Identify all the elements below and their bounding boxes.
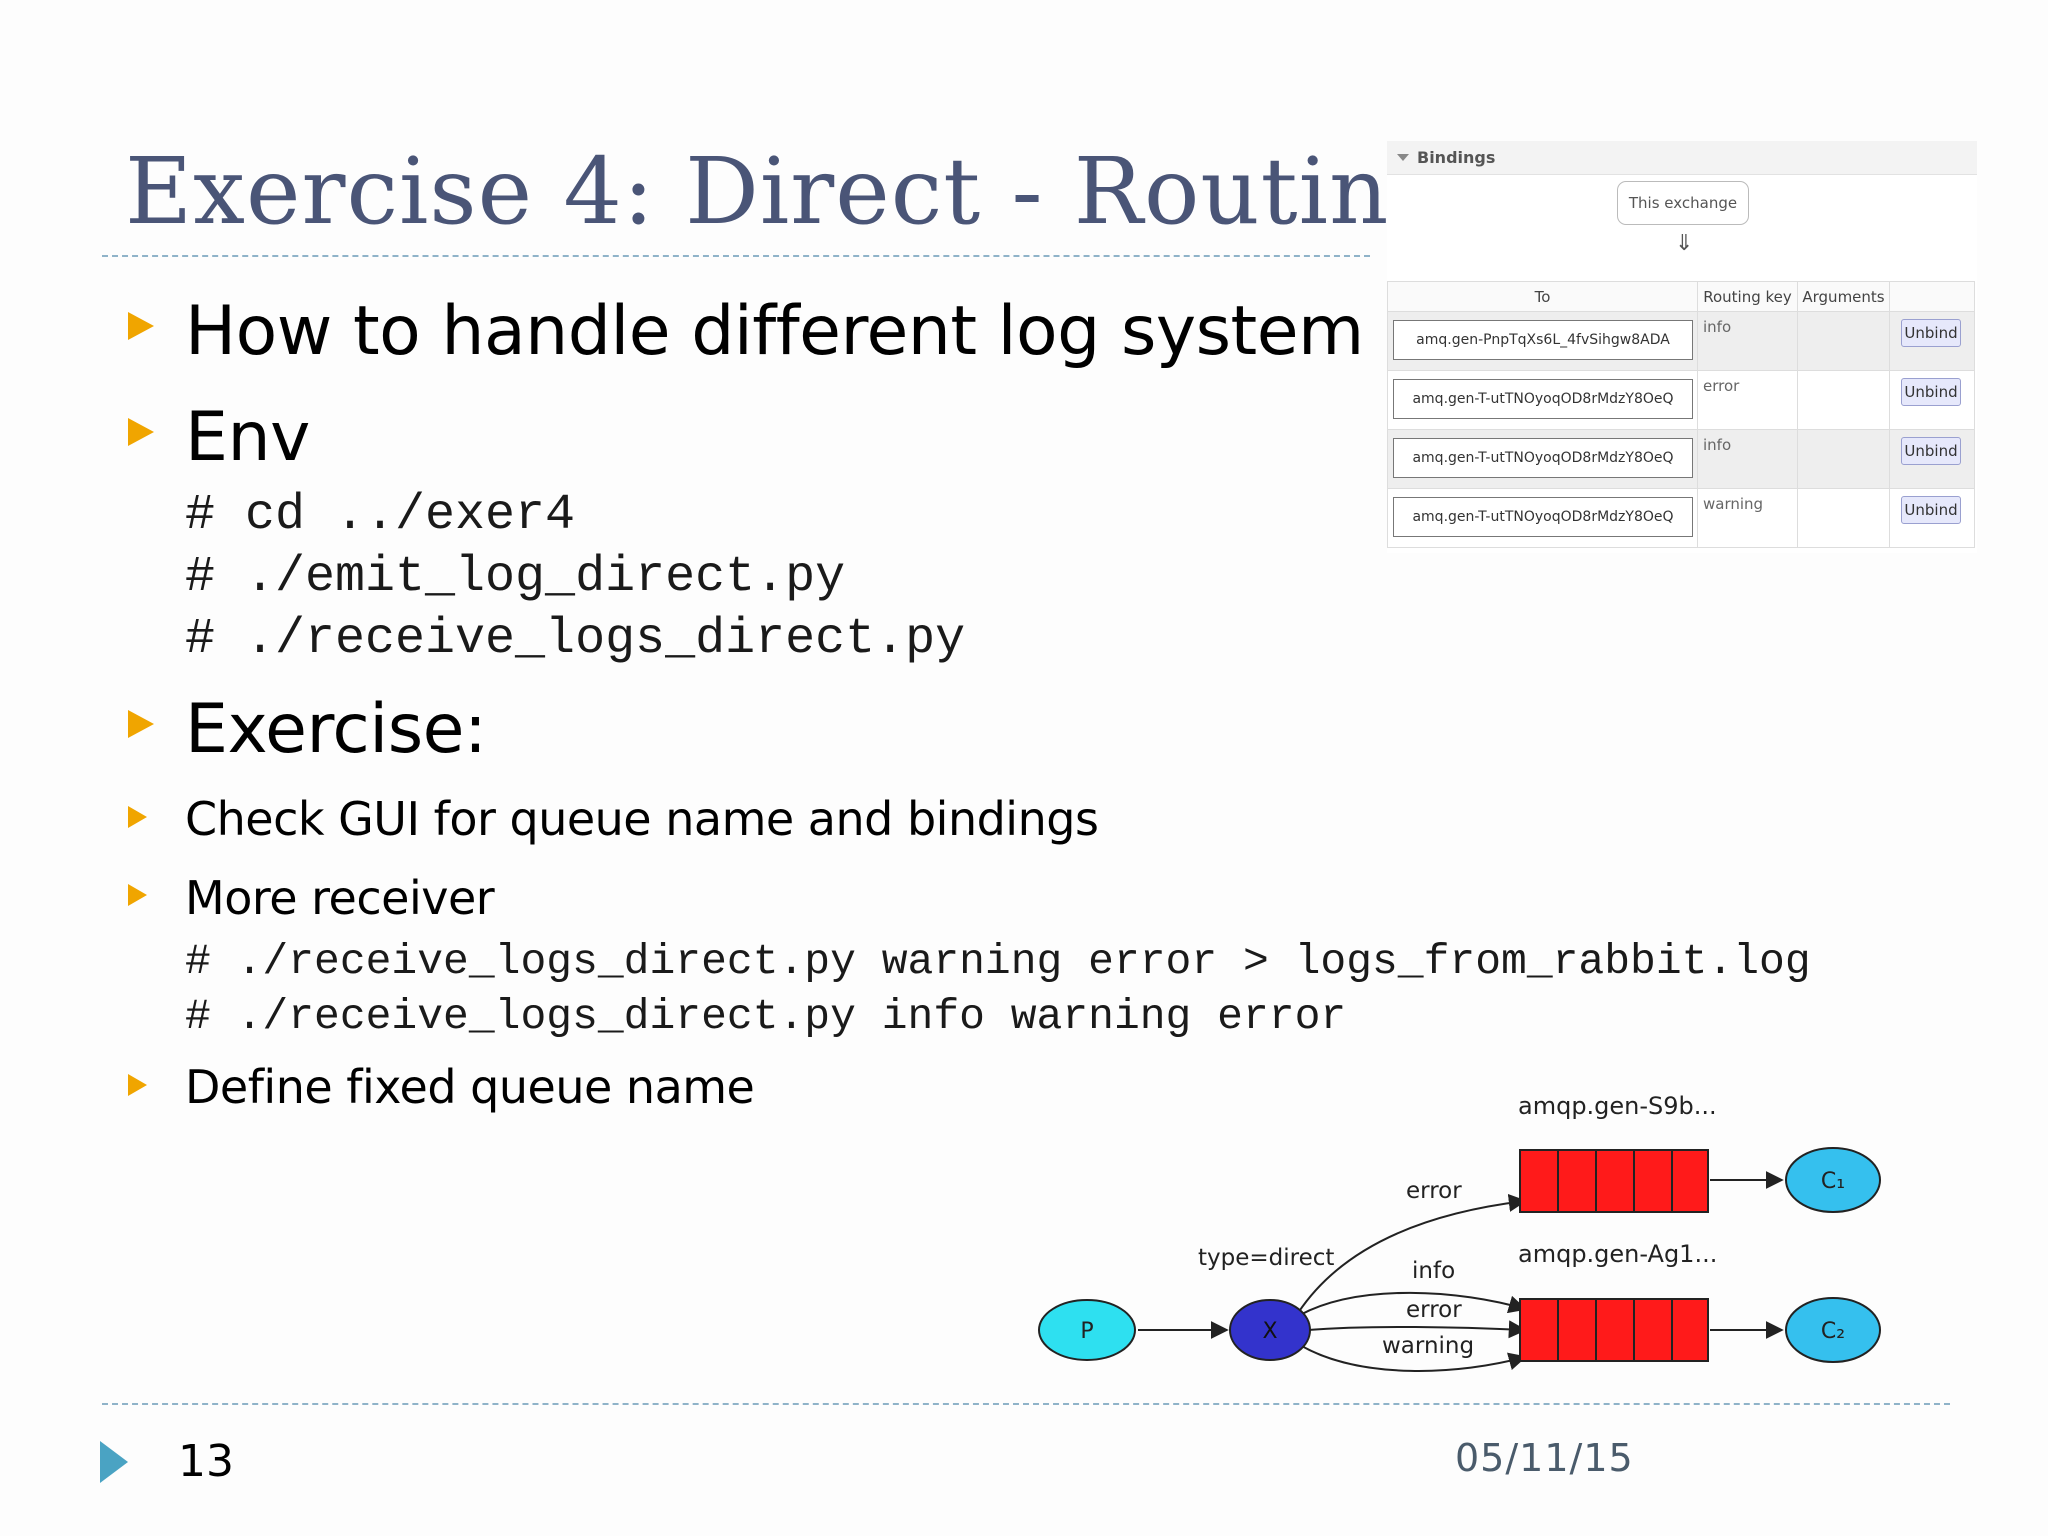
this-exchange-node: This exchange <box>1617 181 1749 225</box>
sub-bullet-icon <box>128 806 147 828</box>
bullet-icon <box>128 710 154 738</box>
routing-diagram: P X type=direct amqp.gen-S9b... amqp.gen… <box>1038 1092 1881 1372</box>
collapse-triangle-icon[interactable] <box>1397 154 1409 161</box>
queue2 <box>1519 1298 1709 1362</box>
edge-x-to-queue2-error <box>1307 1320 1527 1339</box>
column-header-arguments: Arguments <box>1797 281 1890 312</box>
routing-key: warning <box>1703 495 1764 513</box>
edge-label-info: info <box>1412 1258 1455 1284</box>
arguments-cell <box>1797 370 1890 430</box>
footer-divider <box>102 1403 1950 1405</box>
queue-link[interactable]: amq.gen-PnpTqXs6L_4fvSihgw8ADA <box>1393 320 1693 360</box>
bullet-icon <box>128 312 154 340</box>
queue2-name: amqp.gen-Ag1... <box>1518 1240 1717 1268</box>
edge-x-to-queue2-info <box>1299 1291 1527 1316</box>
page-number: 13 <box>178 1436 234 1487</box>
unbind-button[interactable]: Unbind <box>1901 437 1961 465</box>
bullet-how-to-handle: How to handle different log system <box>185 292 1364 371</box>
arguments-cell <box>1797 488 1890 548</box>
bindings-panel: Bindings This exchange ⇓ To Routing key … <box>1387 141 1977 553</box>
queue-link[interactable]: amq.gen-T-utTNOyoqOD8rMdzY8OeQ <box>1393 497 1693 537</box>
column-header-routing-key: Routing key <box>1697 281 1798 312</box>
bindings-header[interactable]: Bindings <box>1387 141 1977 175</box>
bindings-table: To Routing key Arguments amq.gen-PnpTqXs… <box>1387 281 1975 548</box>
receiver-code-line: # ./receive_logs_direct.py info warning … <box>185 992 1347 1041</box>
table-row: amq.gen-T-utTNOyoqOD8rMdzY8OeQ error Unb… <box>1387 370 1975 430</box>
bullet-icon <box>128 418 154 446</box>
env-code-line: # ./emit_log_direct.py <box>185 549 846 606</box>
env-code-line: # cd ../exer4 <box>185 487 576 544</box>
unbind-button[interactable]: Unbind <box>1901 496 1961 524</box>
title-divider <box>102 255 1370 257</box>
table-row: amq.gen-PnpTqXs6L_4fvSihgw8ADA info Unbi… <box>1387 311 1975 371</box>
queue1-name: amqp.gen-S9b... <box>1518 1092 1717 1120</box>
exchange-type-label: type=direct <box>1198 1245 1334 1271</box>
exchange-node <box>1229 1299 1311 1361</box>
sub-bullet-icon <box>128 884 147 906</box>
env-code-line: # ./receive_logs_direct.py <box>185 611 966 668</box>
table-row: amq.gen-T-utTNOyoqOD8rMdzY8OeQ info Unbi… <box>1387 429 1975 489</box>
arguments-cell <box>1797 429 1890 489</box>
arguments-cell <box>1797 311 1890 371</box>
routing-key: error <box>1703 377 1740 395</box>
consumer1-label: C₁ <box>1821 1169 1845 1194</box>
edge-x-to-queue1-error <box>1297 1193 1527 1314</box>
consumer2-node <box>1785 1297 1881 1363</box>
exchange-label: X <box>1262 1319 1277 1344</box>
edge-x-to-queue2-warning <box>1299 1344 1527 1372</box>
routing-key: info <box>1703 436 1732 454</box>
edge-label-warning: warning <box>1382 1333 1474 1359</box>
edge-label-error: error <box>1406 1297 1462 1323</box>
queue1 <box>1519 1149 1709 1213</box>
column-header-actions <box>1889 281 1975 312</box>
bullet-env: Env <box>185 398 310 477</box>
unbind-button[interactable]: Unbind <box>1901 378 1961 406</box>
footer-triangle-icon <box>100 1441 128 1483</box>
receiver-code-line: # ./receive_logs_direct.py warning error… <box>185 937 1811 986</box>
queue-link[interactable]: amq.gen-T-utTNOyoqOD8rMdzY8OeQ <box>1393 438 1693 478</box>
sub-bullet-icon <box>128 1074 147 1096</box>
queue-link[interactable]: amq.gen-T-utTNOyoqOD8rMdzY8OeQ <box>1393 379 1693 419</box>
sub-bullet-check-gui: Check GUI for queue name and bindings <box>185 792 1099 846</box>
slide-date: 05/11/15 <box>1455 1436 1634 1480</box>
producer-label: P <box>1080 1319 1093 1344</box>
column-header-to: To <box>1387 281 1698 312</box>
producer-node <box>1038 1299 1136 1361</box>
table-row: amq.gen-T-utTNOyoqOD8rMdzY8OeQ warning U… <box>1387 488 1975 548</box>
bullet-exercise: Exercise: <box>185 690 487 769</box>
slide-title: Exercise 4: Direct - Routing <box>125 138 1450 245</box>
bindings-header-label: Bindings <box>1417 148 1496 167</box>
consumer1-node <box>1785 1147 1881 1213</box>
unbind-button[interactable]: Unbind <box>1901 319 1961 347</box>
consumer2-label: C₂ <box>1821 1319 1845 1344</box>
sub-bullet-define-queue: Define fixed queue name <box>185 1060 755 1114</box>
edge-label-error-top: error <box>1406 1178 1462 1204</box>
routing-key: info <box>1703 318 1732 336</box>
sub-bullet-more-receiver: More receiver <box>185 871 495 925</box>
down-arrow-icon: ⇓ <box>1675 231 1694 256</box>
